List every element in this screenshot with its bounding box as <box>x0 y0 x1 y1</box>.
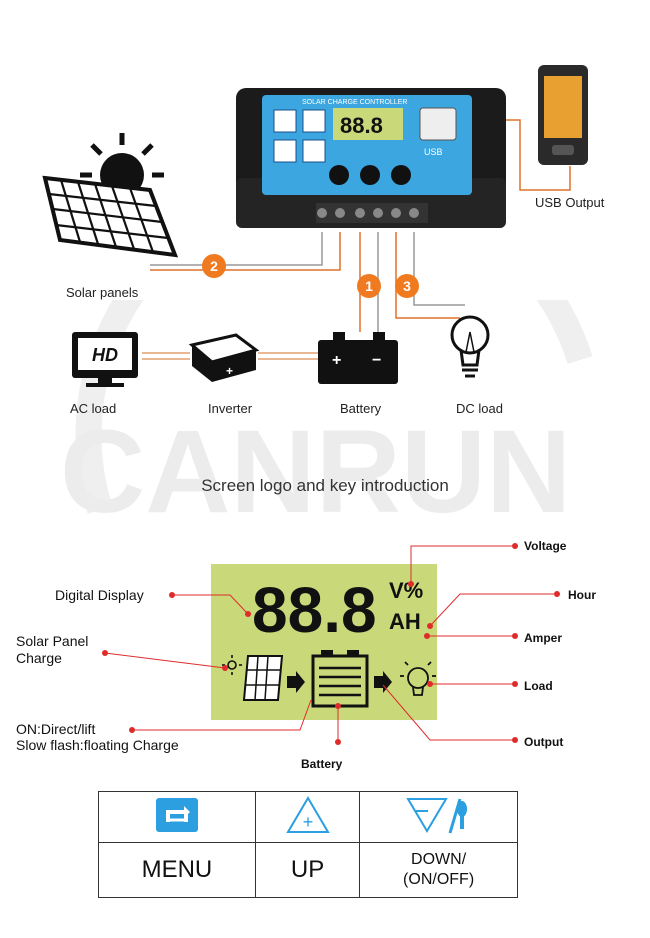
svg-text:1: 1 <box>365 278 373 294</box>
section-title: Screen logo and key introduction <box>201 476 449 495</box>
charge-controller: SOLAR CHARGE CONTROLLER 88.8 USB <box>236 88 506 228</box>
bulb-icon <box>450 315 490 378</box>
svg-text:+: + <box>332 352 341 369</box>
svg-text:2: 2 <box>210 258 218 274</box>
hour-callout: Hour <box>568 588 596 602</box>
solar-panel-icon <box>42 133 179 258</box>
lcd-panel: 88.8 V% AH <box>102 543 560 745</box>
menu-key-icon-cell <box>98 791 256 843</box>
inverter-icon: + <box>188 333 260 382</box>
battery-label: Battery <box>340 401 382 416</box>
load-callout: Load <box>524 679 553 693</box>
solar-panels-label: Solar panels <box>66 285 139 300</box>
voltage-callout: Voltage <box>524 539 567 553</box>
svg-text:−: − <box>372 352 381 369</box>
onoff-key-label: (ON/OFF) <box>403 871 475 888</box>
on-direct-callout-1: ON:Direct/lift <box>16 721 96 737</box>
up-key-label: UP <box>254 842 361 898</box>
down-key-label-cell: DOWN/ (ON/OFF) <box>359 842 518 898</box>
down-key-label: DOWN/ <box>411 851 467 868</box>
inverter-label: Inverter <box>208 401 253 416</box>
on-direct-callout-2: Slow flash:floating Charge <box>16 737 179 753</box>
svg-text:CANRUN: CANRUN <box>60 406 571 530</box>
svg-text:AH: AH <box>389 609 421 634</box>
menu-key-label: MENU <box>98 842 256 898</box>
solar-panel-charge-callout-1: Solar Panel <box>16 633 89 649</box>
solar-panel-charge-callout-2: Charge <box>16 650 62 666</box>
usb-output-label: USB Output <box>535 195 605 210</box>
phone-icon <box>538 65 588 165</box>
digital-display-callout: Digital Display <box>55 587 144 603</box>
svg-text:88.8: 88.8 <box>340 113 383 138</box>
ac-load-label: AC load <box>70 401 117 416</box>
up-icon: + <box>285 795 330 833</box>
amper-callout: Amper <box>524 631 563 645</box>
menu-icon <box>155 797 198 832</box>
dc-load-label: DC load <box>456 401 503 416</box>
down-onoff-icon <box>405 797 467 833</box>
battery-icon: + − <box>318 332 398 384</box>
keys-table: + MENU UP DOWN/ (ON/OFF) <box>98 791 518 898</box>
wiring-diagram: SOLAR CHARGE CONTROLLER 88.8 USB 2 1 3 <box>42 65 588 387</box>
svg-text:USB: USB <box>424 147 443 157</box>
svg-text:+: + <box>226 364 233 378</box>
down-key-icon-cell <box>359 791 518 843</box>
svg-text:3: 3 <box>403 278 411 294</box>
svg-text:SOLAR CHARGE CONTROLLER: SOLAR CHARGE CONTROLLER <box>302 99 407 106</box>
svg-text:V%: V% <box>389 578 423 603</box>
up-key-icon-cell: + <box>254 791 361 843</box>
output-callout: Output <box>524 735 564 749</box>
svg-text:88.8: 88.8 <box>252 574 377 646</box>
hd-monitor-icon: HD <box>72 332 138 387</box>
svg-text:+: + <box>302 812 313 832</box>
svg-text:HD: HD <box>92 345 118 365</box>
battery-callout: Battery <box>301 757 343 771</box>
